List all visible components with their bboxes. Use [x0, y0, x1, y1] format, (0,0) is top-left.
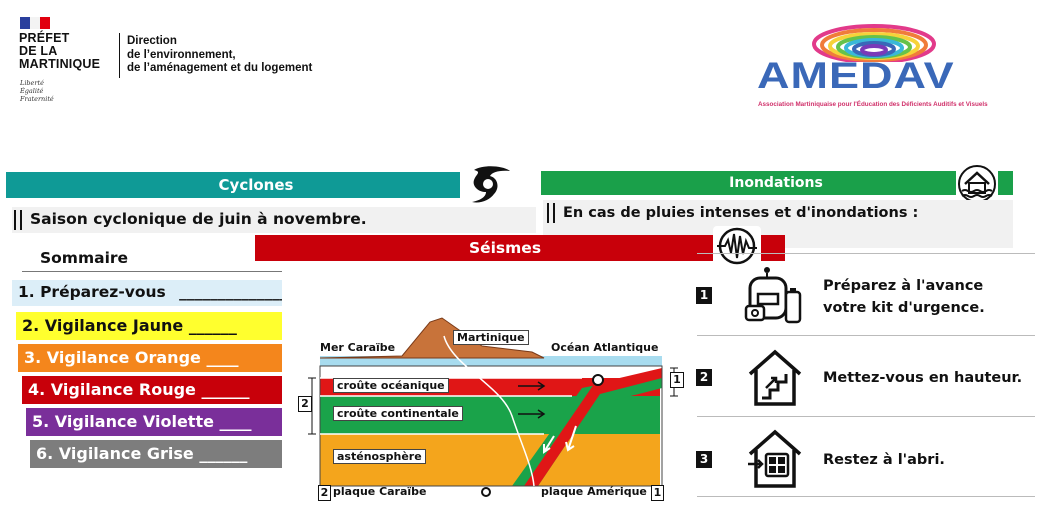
marker-2-bottom: 2	[318, 485, 331, 501]
prefet-line: MARTINIQUE	[19, 57, 101, 71]
steps-divider	[697, 253, 1035, 254]
seismes-banner	[255, 235, 785, 261]
step-number-2: 2	[696, 369, 712, 386]
step-2-text: Mettez-vous en hauteur.	[823, 370, 1023, 386]
toc-item-jaune[interactable]: 2. Vigilance Jaune ______	[16, 312, 282, 340]
step-number-1: 1	[696, 287, 712, 304]
toc-label: 2. Vigilance Jaune	[22, 316, 184, 335]
steps-divider	[697, 335, 1035, 336]
direction-line: de l’environnement,	[127, 48, 236, 61]
prefet-line: DE LA	[19, 44, 58, 58]
seismes-title: Séismes	[468, 239, 542, 257]
subduction-diagram	[308, 317, 678, 497]
toc-label: 6. Vigilance Grise	[36, 444, 194, 463]
label-plaque-caraibe: plaque Caraïbe	[333, 485, 427, 498]
motto-line: Liberté	[20, 79, 44, 87]
toc-leader: ______	[201, 380, 250, 399]
summary-title: Sommaire	[40, 249, 129, 267]
prefet-line: PRÉFET	[19, 31, 70, 45]
toc-label: 1. Préparez-vous	[18, 283, 166, 301]
direction-title: Direction de l’environnement, de l’aména…	[127, 35, 312, 76]
toc-leader: ______	[188, 316, 237, 335]
subtitle-marker	[547, 203, 555, 223]
motto-line: Fraternité	[20, 95, 54, 103]
flood-house-icon	[956, 164, 998, 204]
motto-line: Égalité	[20, 87, 44, 95]
header-separator	[119, 33, 120, 78]
label-croute-oceanique: croûte océanique	[333, 378, 449, 393]
inondations-title: Inondations	[729, 175, 823, 191]
toc-leader: ____	[206, 348, 239, 367]
inondations-banner	[541, 171, 1013, 195]
toc-item-grise[interactable]: 6. Vigilance Grise ______	[30, 440, 282, 468]
subtitle-marker	[14, 210, 22, 230]
label-asthenosphere: asténosphère	[333, 449, 426, 464]
label-croute-continentale: croûte continentale	[333, 406, 463, 421]
cyclones-banner	[6, 172, 512, 198]
toc-label: 5. Vigilance Violette	[32, 412, 214, 431]
marker-1-bottom: 1	[651, 485, 664, 501]
toc-label: 4. Vigilance Rouge	[28, 380, 196, 399]
step-1-line-1: Préparez à l'avance	[823, 278, 984, 294]
label-mer-caraibe: Mer Caraïbe	[320, 341, 396, 354]
label-martinique: Martinique	[453, 330, 529, 345]
rainbow-logo	[812, 24, 936, 62]
step-3-text: Restez à l'abri.	[823, 452, 945, 468]
direction-line: de l’aménagement et du logement	[127, 62, 313, 74]
cyclones-title: Cyclones	[218, 176, 294, 194]
step-1-line-2: votre kit d'urgence.	[823, 300, 985, 316]
house-shelter-icon	[746, 428, 808, 492]
toc-label: 3. Vigilance Orange	[24, 348, 201, 367]
amedav-subtitle: Association Martiniquaise pour l'Éducati…	[758, 101, 988, 108]
toc-leader: ____	[219, 412, 252, 431]
inondations-subtitle: En cas de pluies intenses et d'inondatio…	[563, 205, 919, 221]
steps-divider	[697, 496, 1035, 497]
marker-1-right: 1	[670, 372, 684, 388]
amedav-logo-text: AMEDAV	[757, 54, 955, 97]
republic-motto: Liberté Égalité Fraternité	[20, 79, 54, 103]
steps-divider	[697, 416, 1035, 417]
marker-2-left: 2	[298, 396, 312, 412]
seismograph-icon	[713, 226, 761, 266]
cyclones-subtitle: Saison cyclonique de juin à novembre.	[30, 210, 367, 228]
emergency-kit-icon	[742, 266, 804, 330]
cyclone-icon	[460, 162, 514, 208]
label-ocean-atlantique: Océan Atlantique	[551, 341, 659, 354]
step-1-text: Préparez à l'avance votre kit d'urgence.	[823, 275, 985, 319]
direction-line: Direction	[127, 35, 177, 47]
toc-item-violette[interactable]: 5. Vigilance Violette ____	[26, 408, 282, 436]
step-number-3: 3	[696, 451, 712, 468]
label-plaque-amerique: plaque Amérique	[541, 485, 647, 498]
toc-leader: ______	[199, 444, 248, 463]
cyclones-subtitle-bar	[12, 207, 536, 233]
summary-divider	[22, 271, 534, 272]
prefet-title: PRÉFET DE LA MARTINIQUE	[19, 32, 100, 71]
french-flag-logo	[20, 14, 50, 29]
toc-item-rouge[interactable]: 4. Vigilance Rouge ______	[22, 376, 282, 404]
house-stairs-icon	[746, 348, 808, 412]
toc-item-orange[interactable]: 3. Vigilance Orange ____	[18, 344, 282, 372]
